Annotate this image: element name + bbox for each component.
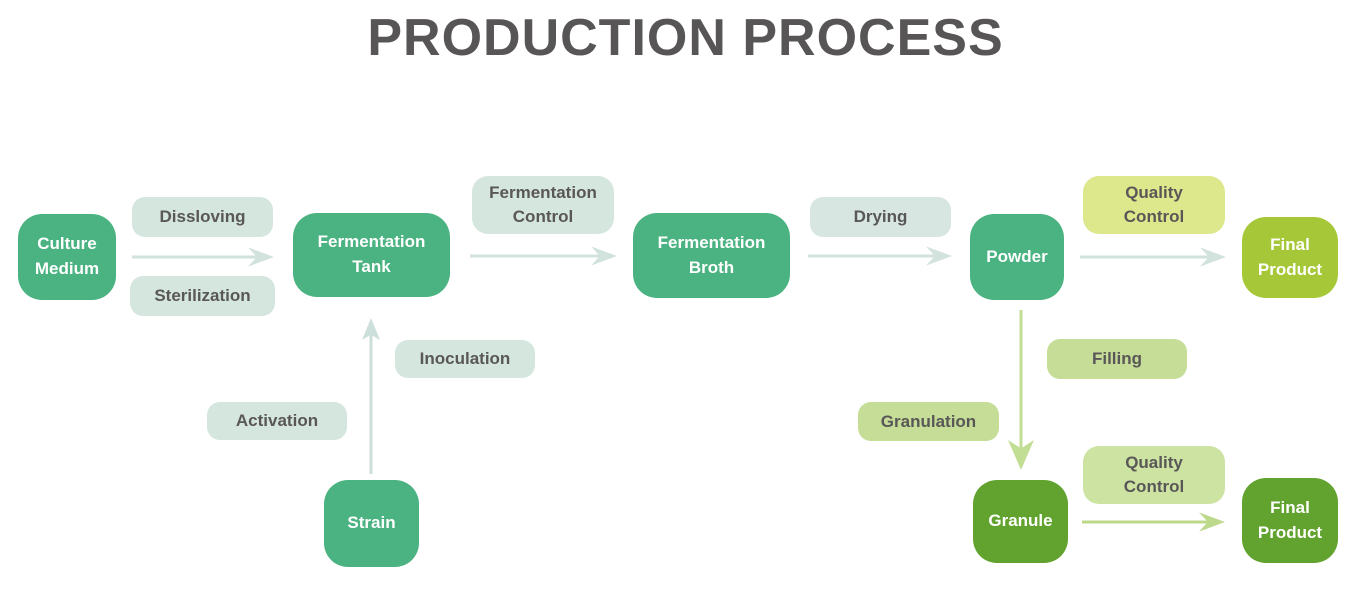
step-activation: Activation xyxy=(207,402,347,440)
node-granule: Granule xyxy=(973,480,1068,563)
node-fermentation-tank: Fermentation Tank xyxy=(293,213,450,297)
arrow-fermentation-broth-to-powder xyxy=(808,247,952,265)
page-title: PRODUCTION PROCESS xyxy=(367,9,1004,67)
node-culture-medium: Culture Medium xyxy=(18,214,116,300)
step-quality-control-bottom: Quality Control xyxy=(1083,446,1225,504)
step-sterilization: Sterilization xyxy=(130,276,275,316)
node-fermentation-broth: Fermentation Broth xyxy=(633,213,790,298)
step-fermentation-control: Fermentation Control xyxy=(472,176,614,234)
node-strain: Strain xyxy=(324,480,419,567)
step-inoculation: Inoculation xyxy=(395,340,535,378)
step-granulation: Granulation xyxy=(858,402,999,441)
step-quality-control-top: Quality Control xyxy=(1083,176,1225,234)
step-filling: Filling xyxy=(1047,339,1187,379)
arrow-powder-to-final-product xyxy=(1080,248,1226,266)
arrow-fermentation-tank-to-fermentation-broth xyxy=(470,247,617,265)
arrow-culture-medium-to-fermentation-tank xyxy=(132,248,274,266)
node-final-product-bottom: Final Product xyxy=(1242,478,1338,563)
arrow-strain-to-fermentation-tank xyxy=(362,318,380,474)
step-drying: Drying xyxy=(810,197,951,237)
node-final-product-top: Final Product xyxy=(1242,217,1338,298)
step-dissloving: Dissloving xyxy=(132,197,273,237)
arrow-granule-to-final-product xyxy=(1082,513,1225,531)
arrow-powder-to-granule xyxy=(1011,310,1031,470)
node-powder: Powder xyxy=(970,214,1064,300)
